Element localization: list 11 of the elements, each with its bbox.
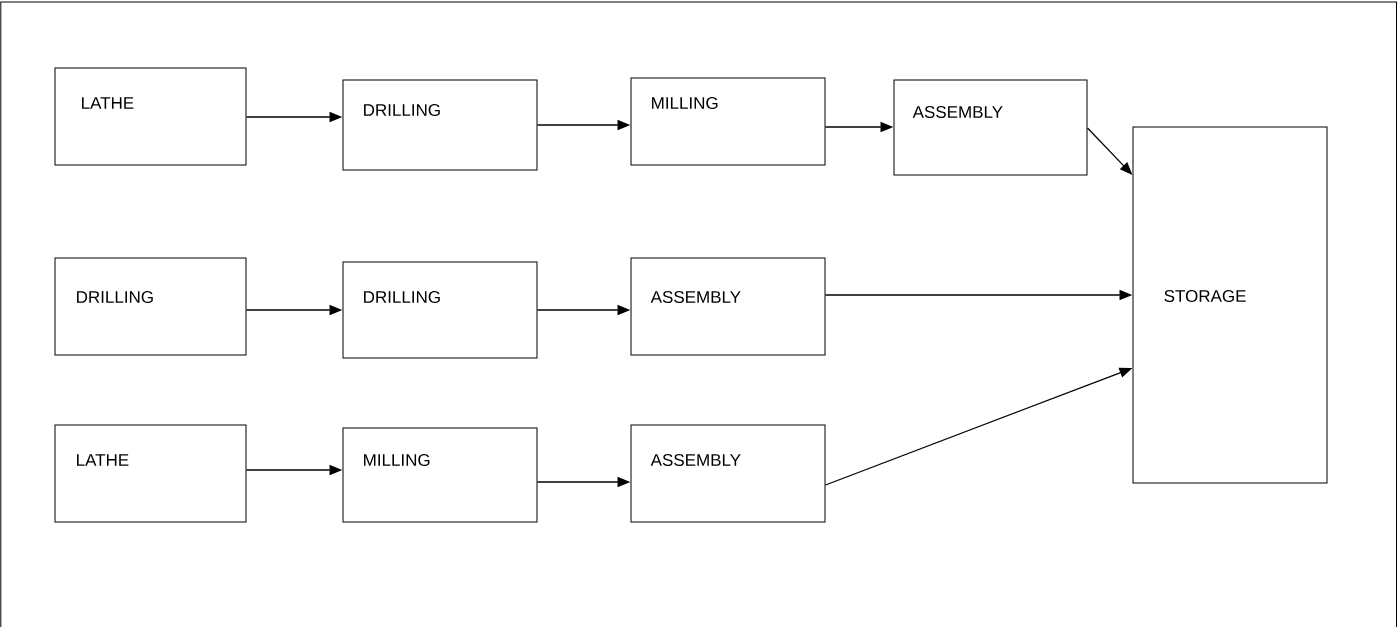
process-box: STORAGE xyxy=(1132,126,1328,484)
process-box: LATHE xyxy=(54,67,247,166)
process-box: DRILLING xyxy=(342,79,538,171)
process-box: LATHE xyxy=(54,424,247,523)
process-box: MILLING xyxy=(630,77,826,166)
process-box: ASSEMBLY xyxy=(630,257,826,356)
process-box: DRILLING xyxy=(342,261,538,359)
process-box: DRILLING xyxy=(54,257,247,356)
process-box: ASSEMBLY xyxy=(630,424,826,523)
process-box: ASSEMBLY xyxy=(893,79,1088,176)
process-box: MILLING xyxy=(342,427,538,523)
